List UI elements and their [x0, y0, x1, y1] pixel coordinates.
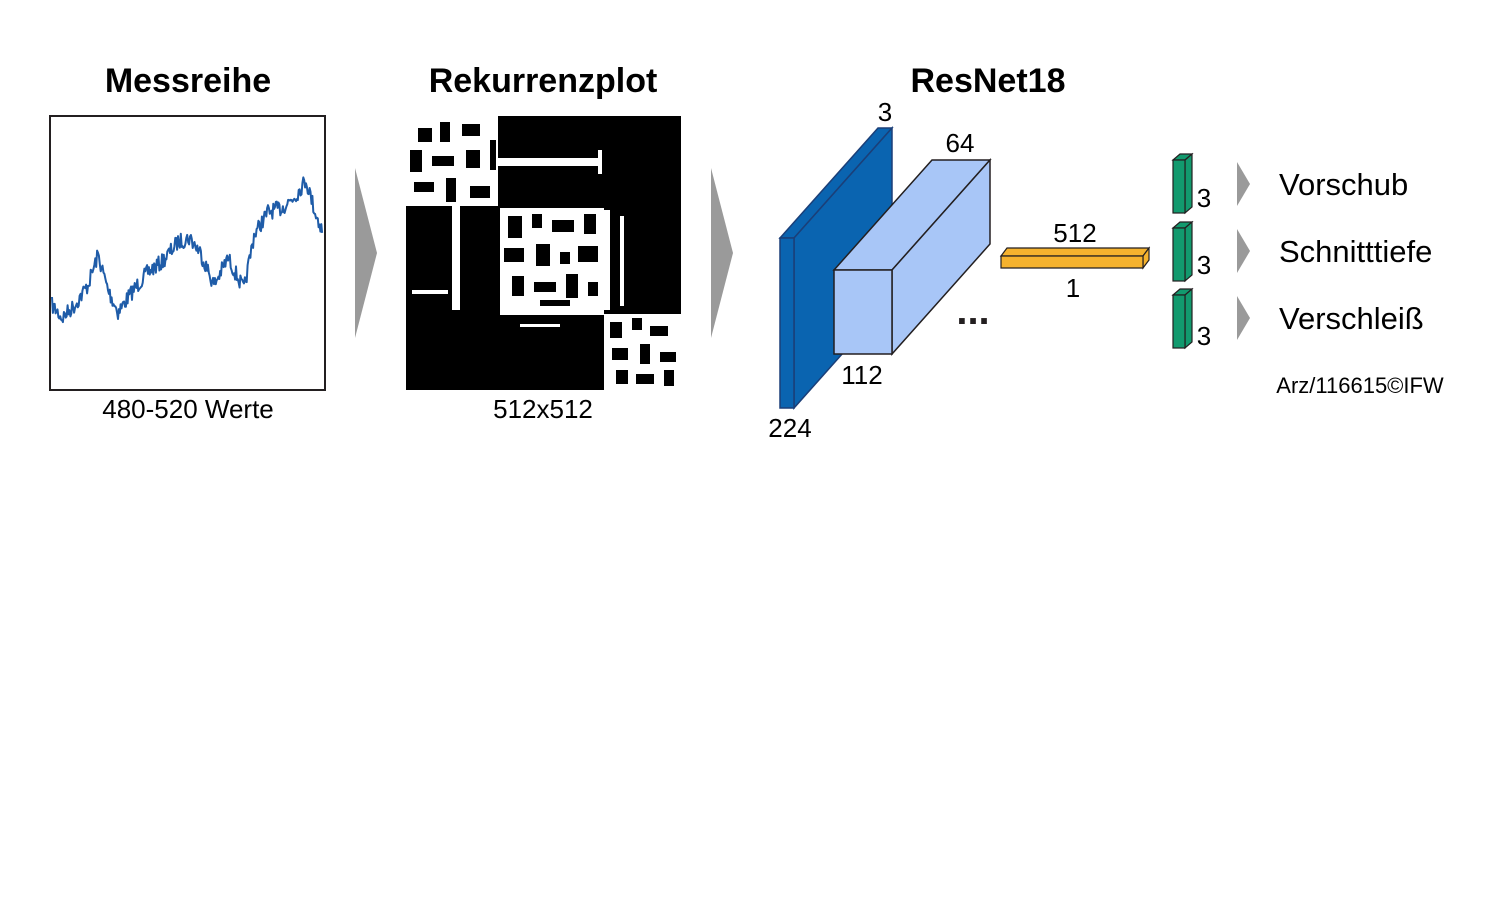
output-label-depth: Schnitttiefe [1279, 234, 1432, 269]
recurrence-caption: 512x512 [493, 394, 593, 424]
recurrence-title: Rekurrenzplot [429, 62, 658, 100]
output-layer [1171, 220, 1194, 283]
output-label-wear: Verschleiß [1279, 301, 1424, 336]
fully-connected-layer [999, 246, 1151, 270]
output-arrow-icon [1237, 229, 1250, 273]
fc-length-label: 512 [1053, 218, 1096, 248]
output-head-feed: 3 Vorschub [1171, 152, 1408, 215]
recurrence-plot [406, 116, 681, 390]
residual-block-layer [832, 158, 992, 356]
network-title: ResNet18 [911, 62, 1066, 100]
output-arrow-icon [1237, 162, 1250, 206]
copyright-note: Arz/116615©IFW [1276, 373, 1444, 398]
more-layers-ellipsis: ... [956, 289, 989, 333]
series-title: Messreihe [105, 62, 271, 100]
output-head-wear: 3 Verschleiß [1171, 287, 1424, 351]
input-channels-label: 3 [878, 97, 892, 127]
block-channels-label: 64 [946, 128, 975, 158]
output-layer [1171, 287, 1194, 350]
series-caption: 480-520 Werte [102, 394, 274, 424]
block-size-label: 112 [841, 360, 882, 390]
flow-arrow-icon [355, 168, 377, 338]
input-size-label: 224 [768, 413, 811, 443]
output-layer [1171, 152, 1194, 215]
output-count-label: 3 [1197, 250, 1211, 280]
series-frame [49, 115, 326, 391]
fc-width-label: 1 [1066, 273, 1080, 303]
output-arrow-icon [1237, 296, 1250, 340]
measurement-series-line [51, 176, 324, 324]
output-count-label: 3 [1197, 321, 1211, 351]
flow-arrow-icon [711, 168, 733, 338]
output-count-label: 3 [1197, 183, 1211, 213]
output-head-depth: 3 Schnitttiefe [1171, 220, 1432, 283]
output-label-feed: Vorschub [1279, 167, 1408, 202]
